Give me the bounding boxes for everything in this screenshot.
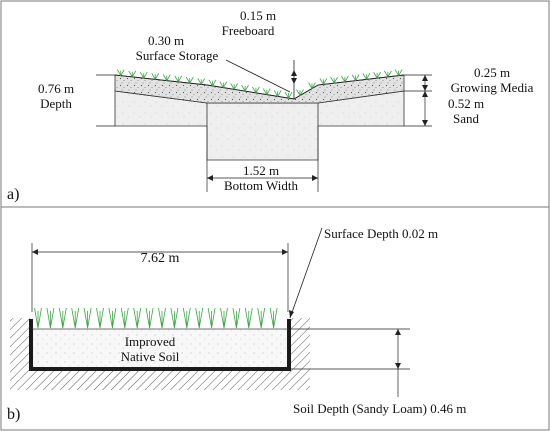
sand-value: 0.52 m <box>448 96 484 111</box>
panel-a-letter: a) <box>7 186 19 203</box>
grass-tuft <box>273 90 282 98</box>
grass-tuft <box>208 79 217 87</box>
grass-tuft <box>128 70 137 78</box>
grass-tuft <box>133 307 142 329</box>
soil-label-line1: Improved <box>125 334 176 349</box>
grass-b <box>34 307 278 329</box>
grass-a <box>116 69 403 99</box>
surface-depth-leader <box>289 227 323 319</box>
grass-tuft <box>232 307 241 329</box>
grass-tuft <box>195 307 204 329</box>
grass-tuft <box>207 307 216 329</box>
native-ground <box>10 318 310 390</box>
grass-tuft <box>220 307 228 329</box>
grass-tuft <box>373 71 381 79</box>
grass-tuft <box>230 83 239 91</box>
grass-tuft <box>219 81 228 89</box>
grass-tuft <box>46 307 55 329</box>
grass-tuft <box>120 307 129 329</box>
grass-tuft <box>269 307 278 329</box>
grass-tuft <box>71 307 80 329</box>
grass-tuft <box>96 307 104 329</box>
grass-tuft <box>83 307 92 329</box>
grass-tuft <box>162 74 171 82</box>
width-value: 7.62 m <box>141 251 180 266</box>
grass-tuft <box>330 76 338 84</box>
grass-tuft <box>252 86 260 94</box>
grass-tuft <box>108 307 117 329</box>
soil-label-line2: Native Soil <box>121 349 180 364</box>
grass-tuft <box>241 84 249 92</box>
grass-tuft <box>197 78 206 86</box>
grass-tuft <box>362 73 371 81</box>
grass-tuft <box>174 75 183 83</box>
panel-b-letter: b) <box>7 406 20 423</box>
grass-tuft <box>151 73 160 81</box>
grass-tuft <box>34 307 42 329</box>
depth-label: Depth <box>40 96 72 111</box>
surface-storage-leader <box>225 59 291 93</box>
grass-tuft <box>296 89 304 97</box>
surface-depth-label: Surface Depth 0.02 m <box>324 226 438 241</box>
grass-tuft <box>394 69 403 77</box>
grass-tuft <box>308 82 316 90</box>
panel-a: 0.15 m Freeboard 0.30 m Surface Storage … <box>7 8 534 203</box>
grass-tuft <box>182 307 191 329</box>
surface-storage-value: 0.30 m <box>148 33 184 48</box>
grass-tuft <box>139 71 148 79</box>
grass-tuft <box>319 78 328 86</box>
grass-tuft <box>145 307 154 329</box>
grass-tuft <box>158 307 166 329</box>
grass-tuft <box>384 70 392 78</box>
sand-label: Sand <box>453 111 480 126</box>
grass-tuft <box>58 307 67 329</box>
grass-tuft <box>351 74 360 82</box>
bottom-width-label: Bottom Width <box>224 178 298 193</box>
grass-tuft <box>341 75 349 83</box>
grass-tuft <box>170 307 179 329</box>
surface-storage-label: Surface Storage <box>136 48 219 63</box>
bottom-width-value: 1.52 m <box>243 163 279 178</box>
depth-value: 0.76 m <box>38 81 74 96</box>
soil-depth-label: Soil Depth (Sandy Loam) 0.46 m <box>293 401 466 416</box>
growing-media-label: Growing Media <box>451 80 534 95</box>
freeboard-value: 0.15 m <box>240 8 276 23</box>
panel-b: 7.62 m Surface Depth 0.02 m Improved Nat… <box>7 226 466 423</box>
grass-tuft <box>244 307 253 329</box>
grass-tuft <box>262 88 271 96</box>
freeboard-label: Freeboard <box>222 23 275 38</box>
growing-media-value: 0.25 m <box>474 65 510 80</box>
channel-liner <box>29 319 291 371</box>
improved-soil <box>32 329 288 369</box>
grass-tuft <box>257 307 266 329</box>
grass-tuft <box>185 76 194 84</box>
grass-tuft <box>116 69 125 77</box>
grass-tuft <box>284 91 293 99</box>
